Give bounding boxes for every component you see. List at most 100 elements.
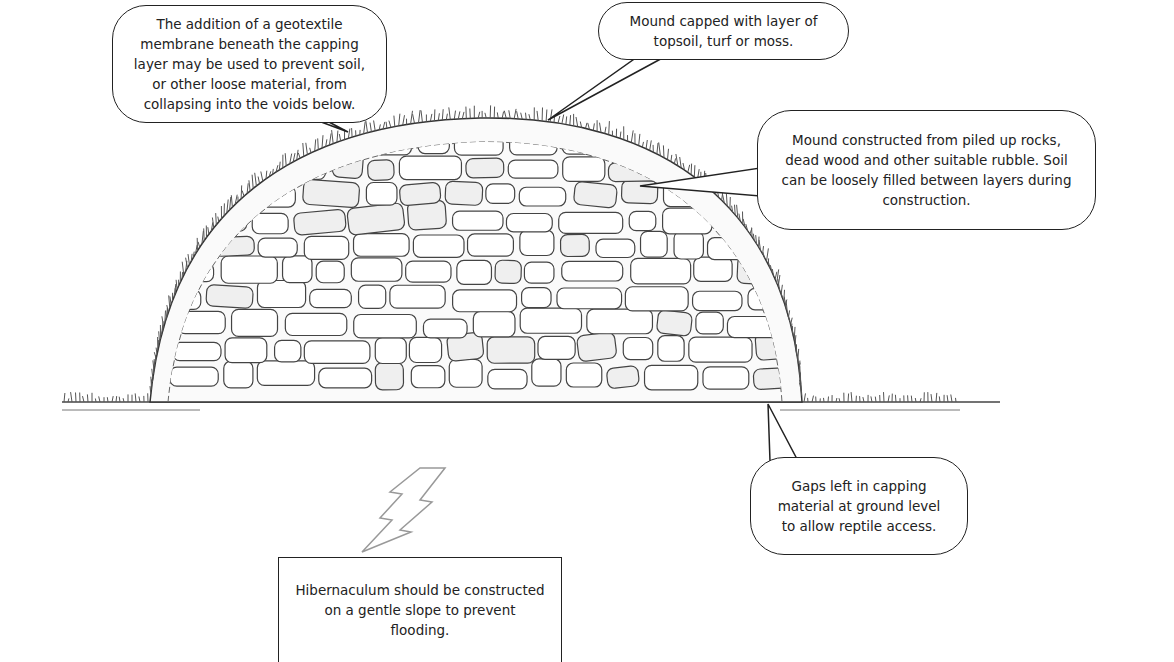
rock	[520, 230, 554, 255]
rock	[390, 285, 445, 308]
rock	[411, 366, 445, 388]
dead-wood	[367, 159, 394, 180]
rock	[221, 256, 277, 283]
rock	[359, 285, 386, 308]
rock	[629, 211, 656, 230]
rock	[532, 359, 561, 386]
rock	[623, 338, 652, 360]
rock	[257, 361, 314, 386]
rock	[519, 187, 565, 206]
rock	[413, 235, 464, 257]
rock	[658, 336, 684, 362]
rock	[468, 234, 514, 256]
callout-tail	[548, 55, 668, 120]
dead-wood	[573, 181, 617, 208]
rock	[418, 127, 449, 154]
dead-wood	[466, 158, 504, 178]
rock	[790, 337, 817, 361]
rock	[559, 212, 623, 233]
rock	[366, 183, 397, 206]
rock	[663, 208, 712, 234]
rock	[788, 315, 847, 335]
callout-tail	[768, 404, 798, 461]
callout-text: Mound constructed from piled up rocks, d…	[778, 130, 1075, 210]
rock	[506, 214, 552, 232]
callout-bubble: Mound capped with layer of topsoil, turf…	[598, 2, 849, 60]
rock	[173, 342, 221, 360]
rock	[631, 258, 691, 284]
callout-text: Hibernaculum should be constructed on a …	[293, 580, 547, 640]
rock	[645, 365, 698, 389]
rock	[275, 340, 301, 362]
rock	[354, 314, 417, 337]
rock	[267, 153, 325, 179]
rock	[179, 127, 230, 155]
rock	[257, 281, 305, 308]
rock	[693, 291, 742, 310]
rock	[304, 236, 348, 259]
rock	[160, 186, 199, 207]
rock	[449, 359, 482, 387]
dead-wood	[487, 337, 535, 363]
ground	[62, 402, 1000, 410]
dead-wood	[495, 260, 522, 284]
rock	[205, 185, 239, 206]
rock	[727, 316, 783, 337]
rock	[283, 256, 312, 283]
dead-wood	[608, 162, 673, 182]
callout-text: Mound capped with layer of topsoil, turf…	[619, 11, 828, 51]
rock	[522, 288, 551, 308]
callout-bubble: Mound constructed from piled up rocks, d…	[757, 110, 1096, 230]
dead-wood	[302, 179, 359, 208]
dead-wood	[445, 181, 483, 206]
rock	[674, 231, 703, 259]
rock	[316, 261, 344, 283]
rock	[406, 261, 451, 282]
dead-wood	[560, 234, 589, 256]
rock	[194, 153, 222, 179]
note-box: Hibernaculum should be constructed on a …	[278, 557, 562, 662]
rock	[252, 213, 288, 233]
dead-wood	[399, 182, 441, 206]
rock	[232, 309, 278, 336]
rock	[538, 336, 575, 359]
rock	[510, 136, 557, 155]
rock	[696, 312, 723, 334]
rock	[641, 231, 668, 257]
callout-bubble: Gaps left in capping material at ground …	[750, 457, 968, 555]
rock	[562, 261, 623, 281]
rock	[587, 309, 653, 334]
rock	[486, 184, 515, 204]
dead-wood	[576, 332, 617, 362]
rock	[354, 234, 410, 257]
dead-wood	[737, 256, 776, 285]
dead-wood	[347, 202, 406, 235]
rubble-fill	[160, 124, 858, 390]
rock	[566, 363, 601, 387]
dead-wood	[206, 284, 254, 308]
rock	[694, 257, 732, 281]
rock	[473, 311, 515, 337]
rock	[708, 238, 746, 260]
rock	[375, 338, 406, 364]
rock	[170, 367, 218, 386]
rock	[247, 186, 295, 207]
dead-wood	[753, 367, 791, 389]
rock	[351, 258, 402, 281]
rock	[423, 319, 467, 338]
rock	[172, 263, 213, 282]
mound-outline	[150, 118, 802, 402]
rock	[160, 158, 190, 182]
rock	[224, 361, 253, 388]
rock	[319, 368, 372, 388]
rock	[225, 338, 267, 363]
slope-arrow	[362, 468, 445, 552]
rock	[488, 369, 527, 389]
rock	[409, 337, 441, 362]
rock	[258, 238, 297, 257]
dead-wood	[332, 151, 364, 179]
dead-wood	[656, 310, 692, 337]
callout-tail	[640, 168, 760, 196]
rock	[454, 135, 503, 155]
